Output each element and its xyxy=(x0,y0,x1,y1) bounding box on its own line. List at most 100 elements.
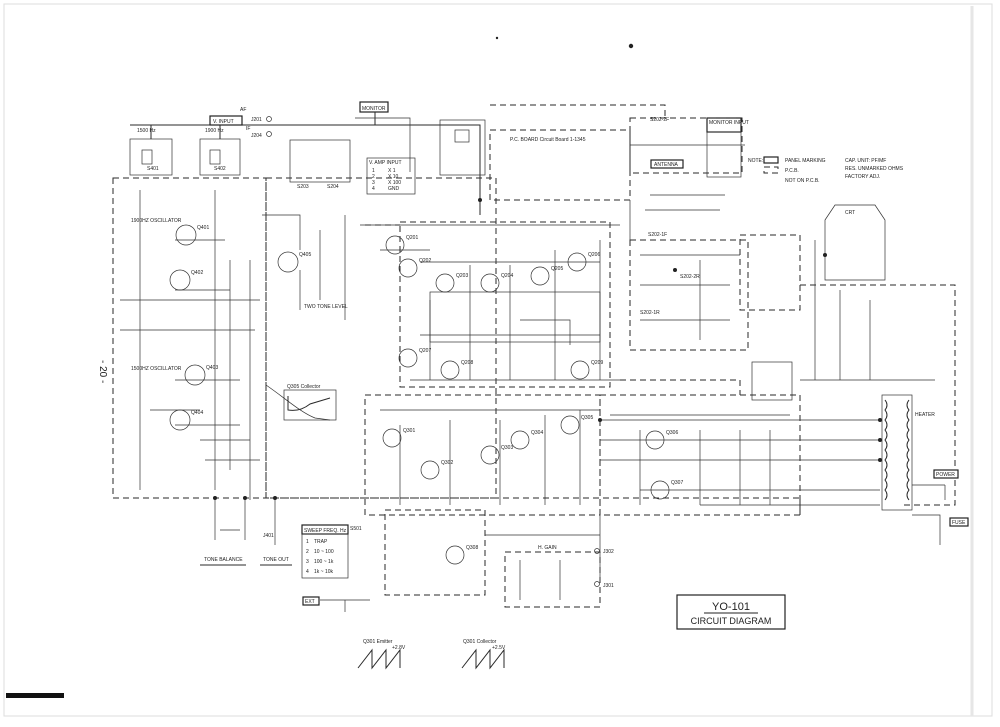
s203-label: S203 xyxy=(297,184,309,190)
fuse-box xyxy=(949,517,969,527)
power-label: POWER xyxy=(936,472,955,478)
two-tone-level-label: TWO TONE LEVEL xyxy=(304,304,348,310)
monitor-label: MONITOR xyxy=(362,106,386,112)
q203-symbol xyxy=(435,273,455,293)
q308-label: Q308 xyxy=(466,545,478,551)
junction-dots xyxy=(213,198,882,500)
s501-label: S501 xyxy=(350,526,362,532)
q209-symbol xyxy=(570,360,590,380)
q204-symbol xyxy=(480,273,500,293)
q202-symbol xyxy=(398,258,418,278)
j302-label: J302 xyxy=(603,549,614,555)
q305-label: Q305 xyxy=(581,415,593,421)
q204-label: Q204 xyxy=(501,273,513,279)
q404-label: Q404 xyxy=(191,410,203,416)
j204-label: J204 xyxy=(251,133,262,139)
q306-label: Q306 xyxy=(666,430,678,436)
tone-out-label: TONE OUT xyxy=(263,557,289,563)
sweep-row-4-val: 1k ~ 10k xyxy=(314,569,334,575)
notes-block: NOTE: PANEL MARKING P.C.B. NOT ON P.C.B.… xyxy=(748,156,904,184)
vamp-row-4-pos: 4 xyxy=(372,186,375,192)
title-block: YO-101 CIRCUIT DIAGRAM xyxy=(676,594,786,630)
vamp-row-1-pos: 1 xyxy=(372,168,375,174)
q306-symbol xyxy=(645,430,665,450)
s202-1r-label: S202-1R xyxy=(640,310,660,316)
j301-label: J301 xyxy=(603,583,614,589)
q302-symbol xyxy=(420,460,440,480)
q301-label: Q301 xyxy=(403,428,415,434)
vamp-row-1-val: X 1 xyxy=(388,168,396,174)
if-label: IF xyxy=(246,126,250,132)
q302-label: Q302 xyxy=(441,460,453,466)
vamp-row-4-val: GND xyxy=(388,186,400,192)
sweep-row-2-pos: 2 xyxy=(306,549,309,555)
q208-symbol xyxy=(440,360,460,380)
j201-label: J201 xyxy=(251,117,262,123)
q301-waveforms: Q301 Emitter +2.8V Q301 Collector +2.5V xyxy=(357,639,506,670)
q207-label: Q207 xyxy=(419,348,431,354)
vamp-row-3-val: X 100 xyxy=(388,180,401,186)
s202-2f-label: S202-2F xyxy=(650,117,669,123)
q205-symbol xyxy=(530,266,550,286)
vamp-row-2-pos: 2 xyxy=(372,174,375,180)
crt-label: CRT xyxy=(845,210,855,216)
q405-symbol xyxy=(277,251,299,273)
sweep-row-4-pos: 4 xyxy=(306,569,309,575)
s204-label: S204 xyxy=(327,184,339,190)
power-box xyxy=(933,469,959,479)
q303-label: Q303 xyxy=(501,445,513,451)
board-label: P.C. BOARD Circuit Board 1-1345 xyxy=(510,137,586,143)
q301-collector-v: +2.5V xyxy=(492,645,506,651)
j401-label: J401 xyxy=(263,533,274,539)
ext-label: EXT xyxy=(305,599,315,605)
note-line-1: PANEL MARKING xyxy=(785,158,826,164)
note-line-3: NOT ON P.C.B. xyxy=(785,178,820,184)
q402-label: Q402 xyxy=(191,270,203,276)
edge-mark xyxy=(6,693,64,698)
note2-line-2: RES. UNMARKED OHMS xyxy=(845,166,904,172)
sweep-freq-label: SWEEP FREQ. Hz xyxy=(304,528,347,534)
q304-symbol xyxy=(510,430,530,450)
q308-symbol xyxy=(445,545,465,565)
q305-waveform: Q305 Collector xyxy=(283,384,337,421)
s401-label: S401 xyxy=(147,166,159,172)
s202-2r-label: S202-2R xyxy=(680,274,700,280)
title-model: YO-101 xyxy=(712,601,750,613)
note2-line-1: CAP. UNIT: PF/MF xyxy=(845,158,886,164)
heater-label: HEATER xyxy=(915,412,935,418)
q202-label: Q202 xyxy=(419,258,431,264)
q305-collector-label: Q305 Collector xyxy=(287,384,321,390)
sweep-row-3-pos: 3 xyxy=(306,559,309,565)
q401-symbol xyxy=(175,224,197,246)
q208-label: Q208 xyxy=(461,360,473,366)
sweep-row-2-val: 10 ~ 100 xyxy=(314,549,334,555)
antenna-section: MONITOR INPUT ANTENNA S202-2F S202-1F S2… xyxy=(629,117,749,351)
tone-oscillator-section: 1500 Hz 1900 Hz S401 S402 V. INPUT AF IF… xyxy=(112,107,497,566)
q403-symbol xyxy=(184,364,206,386)
power-transformer xyxy=(881,394,913,511)
tone-balance-label: TONE BALANCE xyxy=(204,557,243,563)
tone-1500-label: 1500 Hz xyxy=(137,128,156,134)
q303-symbol xyxy=(480,445,500,465)
af-label: AF xyxy=(240,107,246,113)
sweep-row-1-val: TRAP xyxy=(314,539,328,545)
v-amp-input-box xyxy=(366,157,416,195)
q405-label: Q405 xyxy=(299,252,311,258)
tone-1900-label: 1900 Hz xyxy=(205,128,224,134)
q207-symbol xyxy=(398,348,418,368)
sweep-row-1-pos: 1 xyxy=(306,539,309,545)
osc-1900-label: 1900HZ OSCILLATOR xyxy=(131,218,182,224)
q304-label: Q304 xyxy=(531,430,543,436)
v-input-label: V. INPUT xyxy=(213,119,234,125)
q201-symbol xyxy=(385,235,405,255)
q301-emitter-v: +2.8V xyxy=(392,645,406,651)
monitor-input-section: MONITOR S203 S204 V. AMP INPUT 1 X 1 2 X… xyxy=(289,101,486,215)
title-name: CIRCUIT DIAGRAM xyxy=(691,616,772,626)
q307-symbol xyxy=(650,480,670,500)
monitor-box xyxy=(359,101,389,113)
vertical-amp-section: P.C. BOARD Circuit Board 1-1345 Q201Q202… xyxy=(360,104,666,388)
osc-1500-label: 1500HZ OSCILLATOR xyxy=(131,366,182,372)
q403-label: Q403 xyxy=(206,365,218,371)
